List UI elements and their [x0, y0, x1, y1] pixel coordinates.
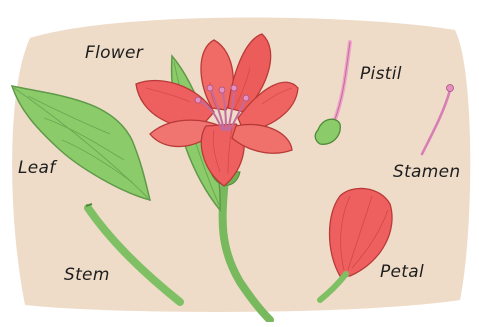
- label-flower: Flower: [85, 43, 143, 63]
- label-stamen: Stamen: [393, 162, 460, 182]
- label-petal: Petal: [380, 262, 424, 282]
- label-stem: Stem: [64, 265, 110, 285]
- label-pistil: Pistil: [360, 64, 402, 84]
- stamen-anther: [447, 85, 454, 92]
- label-leaf: Leaf: [18, 158, 56, 178]
